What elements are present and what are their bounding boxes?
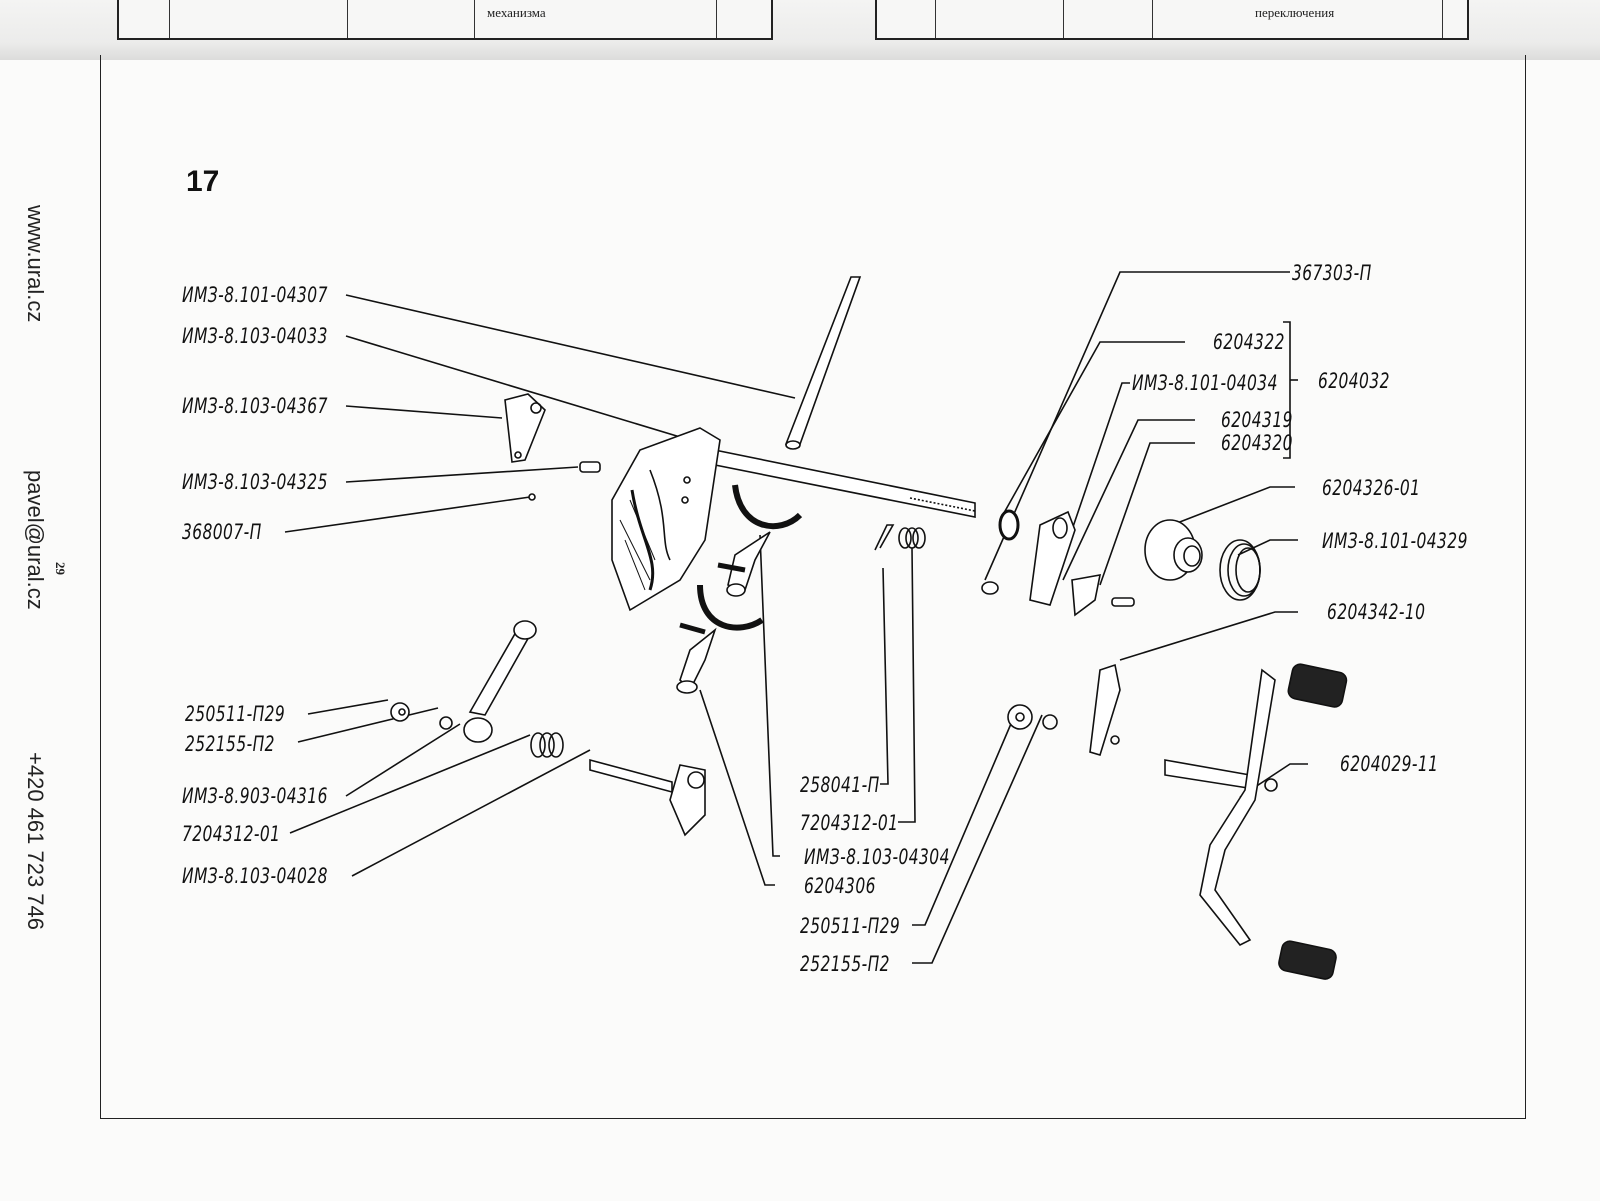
nut-right [1008, 705, 1032, 729]
shift-fork-upper [718, 485, 800, 596]
leader-line [1063, 420, 1195, 580]
rod [786, 277, 860, 449]
selector-shaft [690, 445, 975, 517]
part-label: ИМЗ-8.103-04367 [182, 394, 328, 418]
leader-line [912, 715, 1042, 963]
part-label: ИМЗ-8.103-04033 [182, 324, 328, 348]
leader-line [1172, 487, 1295, 525]
washer-left [440, 717, 452, 729]
part-label: 6204029-11 [1340, 752, 1439, 776]
part-label: ИМЗ-8.101-04329 [1322, 529, 1468, 553]
leader-line [346, 336, 690, 440]
oil-seal [1000, 511, 1018, 539]
part-label: 252155-П2 [185, 732, 275, 756]
leader-line [912, 712, 1016, 925]
leader-line [985, 272, 1290, 580]
table-cell-text: переключения [1255, 5, 1335, 20]
kick-starter [1165, 663, 1348, 981]
part-label: 6204322 [1213, 330, 1285, 354]
part-label: 258041-П [800, 773, 880, 797]
leader-line [346, 724, 460, 796]
part-label: ИМЗ-8.103-04304 [804, 845, 950, 869]
part-label: 7204312-01 [182, 822, 281, 846]
screw [982, 582, 998, 594]
part-label: 6204326-01 [1322, 476, 1421, 500]
leader-line [1060, 383, 1130, 565]
leader-line [1120, 612, 1298, 660]
washer-right [1043, 715, 1057, 729]
clamp-lever [1090, 665, 1120, 755]
gearshift-segment [612, 428, 720, 610]
pin-right [1112, 598, 1134, 606]
spring-left [531, 733, 563, 757]
pawl-lever [1030, 512, 1075, 605]
leader-line [290, 735, 530, 833]
part-label: ИМЗ-8.103-04325 [182, 470, 328, 494]
bracket [1283, 322, 1290, 458]
part-label: 368007-П [182, 520, 262, 544]
leader-line [346, 467, 578, 482]
leader-line [298, 708, 438, 742]
shift-shaft [590, 760, 705, 835]
part-label: ИМЗ-8.103-04028 [182, 864, 328, 888]
bracket-plate [505, 394, 545, 462]
figure-frame [100, 55, 1526, 1119]
part-label: ИМЗ-8.101-04034 [1132, 371, 1278, 395]
leader-line [352, 750, 590, 876]
part-label: 252155-П2 [800, 952, 890, 976]
pin-small [529, 494, 535, 500]
part-label: 6204342-10 [1327, 600, 1426, 624]
part-label: 250511-П29 [800, 914, 901, 938]
leader-line [346, 406, 502, 418]
leader-line [1238, 540, 1298, 555]
leader-line [1100, 443, 1195, 585]
leader-line [880, 568, 888, 784]
table-cell-text: механизма [487, 5, 546, 20]
part-label: 6204319 [1221, 408, 1293, 432]
nut-left [391, 703, 409, 721]
pin [580, 462, 600, 472]
part-label: 250511-П29 [185, 702, 286, 726]
leader-line [1000, 342, 1185, 520]
part-label: 6204306 [804, 874, 876, 898]
part-label: 7204312-01 [800, 811, 899, 835]
leader-line [308, 700, 388, 714]
previous-table-left-fragment: механизма [117, 0, 773, 40]
leader-line [285, 497, 530, 532]
shift-fork-lower [677, 585, 762, 693]
leader-line [760, 535, 780, 856]
leader-line [898, 548, 915, 822]
return-spring [1220, 540, 1260, 600]
previous-table-right-fragment: переключения [875, 0, 1469, 40]
ratchet-gear [1145, 520, 1202, 580]
gear-lever-arm [464, 621, 536, 742]
spring [899, 528, 925, 548]
part-label: ИМЗ-8.903-04316 [182, 784, 328, 808]
leader-line [346, 295, 795, 398]
leader-line [700, 690, 775, 885]
cotter-pin [875, 525, 893, 550]
part-label: ИМЗ-8.101-04307 [182, 283, 328, 307]
latch [1072, 575, 1100, 615]
part-label: 367303-П [1292, 261, 1372, 285]
assembly-label: 6204032 [1318, 369, 1390, 393]
figure-number: 17 [186, 165, 220, 198]
part-label: 6204320 [1221, 431, 1293, 455]
